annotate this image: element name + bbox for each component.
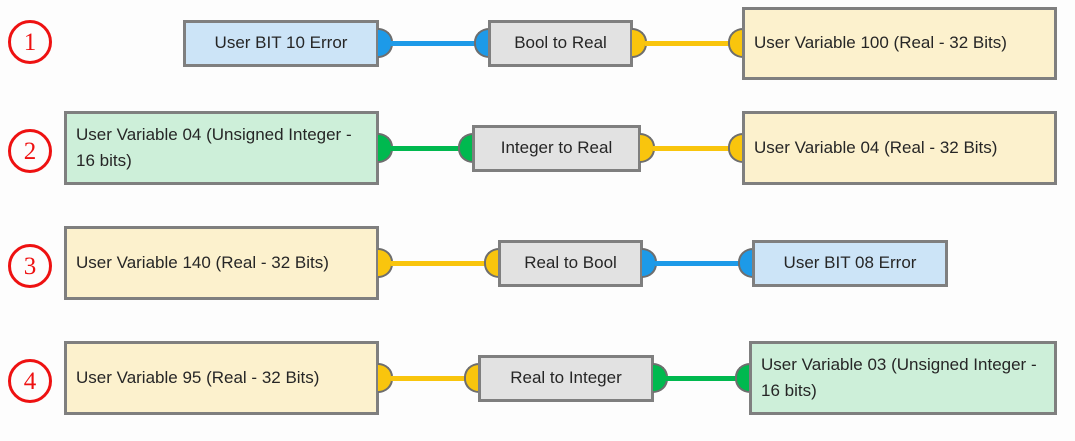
converter-node-row-4[interactable]: Real to Integer: [478, 355, 654, 402]
step-marker-2: 2: [8, 129, 52, 173]
wire-converter-to-target-row-2: [653, 146, 731, 151]
converter-node-row-3[interactable]: Real to Bool: [498, 240, 643, 287]
target-node-row-4[interactable]: User Variable 03 (Unsigned Integer - 16 …: [749, 341, 1057, 415]
target-input-port-row-2[interactable]: [728, 133, 743, 163]
wire-source-to-converter-row-2: [391, 146, 460, 151]
target-node-label: User Variable 04 (Real - 32 Bits): [754, 137, 998, 157]
target-input-port-row-1[interactable]: [728, 28, 743, 58]
wire-source-to-converter-row-4: [391, 376, 467, 381]
converter-node-label: Bool to Real: [514, 33, 607, 53]
source-node-label: User Variable 95 (Real - 32 Bits): [76, 367, 320, 387]
wire-source-to-converter-row-1: [391, 41, 477, 46]
converter-node-label: Integer to Real: [500, 138, 613, 158]
converter-input-port-row-3[interactable]: [484, 248, 499, 278]
source-node-label: User Variable 140 (Real - 32 Bits): [76, 252, 329, 272]
converter-input-port-row-1[interactable]: [474, 28, 489, 58]
target-node-label: User Variable 03 (Unsigned Integer - 16 …: [761, 354, 1037, 400]
wire-converter-to-target-row-4: [666, 376, 738, 381]
target-input-port-row-4[interactable]: [735, 363, 750, 393]
target-node-row-1[interactable]: User Variable 100 (Real - 32 Bits): [742, 7, 1057, 80]
step-marker-3: 3: [8, 244, 52, 288]
target-node-row-3[interactable]: User BIT 08 Error: [752, 240, 948, 287]
step-marker-4: 4: [8, 359, 52, 403]
source-node-row-4[interactable]: User Variable 95 (Real - 32 Bits): [64, 341, 379, 415]
wire-converter-to-target-row-3: [655, 261, 741, 266]
target-node-row-2[interactable]: User Variable 04 (Real - 32 Bits): [742, 111, 1057, 185]
converter-node-row-2[interactable]: Integer to Real: [472, 125, 641, 172]
source-node-row-3[interactable]: User Variable 140 (Real - 32 Bits): [64, 226, 379, 300]
converter-node-label: Real to Integer: [510, 368, 622, 388]
target-node-label: User Variable 100 (Real - 32 Bits): [754, 33, 1007, 53]
converter-node-label: Real to Bool: [524, 253, 617, 273]
source-node-label: User BIT 10 Error: [214, 33, 348, 53]
converter-input-port-row-2[interactable]: [458, 133, 473, 163]
wire-converter-to-target-row-1: [645, 41, 731, 46]
source-node-row-2[interactable]: User Variable 04 (Unsigned Integer - 16 …: [64, 111, 379, 185]
target-node-label: User BIT 08 Error: [783, 253, 917, 273]
converter-node-row-1[interactable]: Bool to Real: [488, 20, 633, 67]
source-node-label: User Variable 04 (Unsigned Integer - 16 …: [76, 124, 352, 170]
step-marker-1: 1: [8, 20, 52, 64]
wire-source-to-converter-row-3: [391, 261, 487, 266]
target-input-port-row-3[interactable]: [738, 248, 753, 278]
converter-input-port-row-4[interactable]: [464, 363, 479, 393]
source-node-row-1[interactable]: User BIT 10 Error: [183, 20, 379, 67]
